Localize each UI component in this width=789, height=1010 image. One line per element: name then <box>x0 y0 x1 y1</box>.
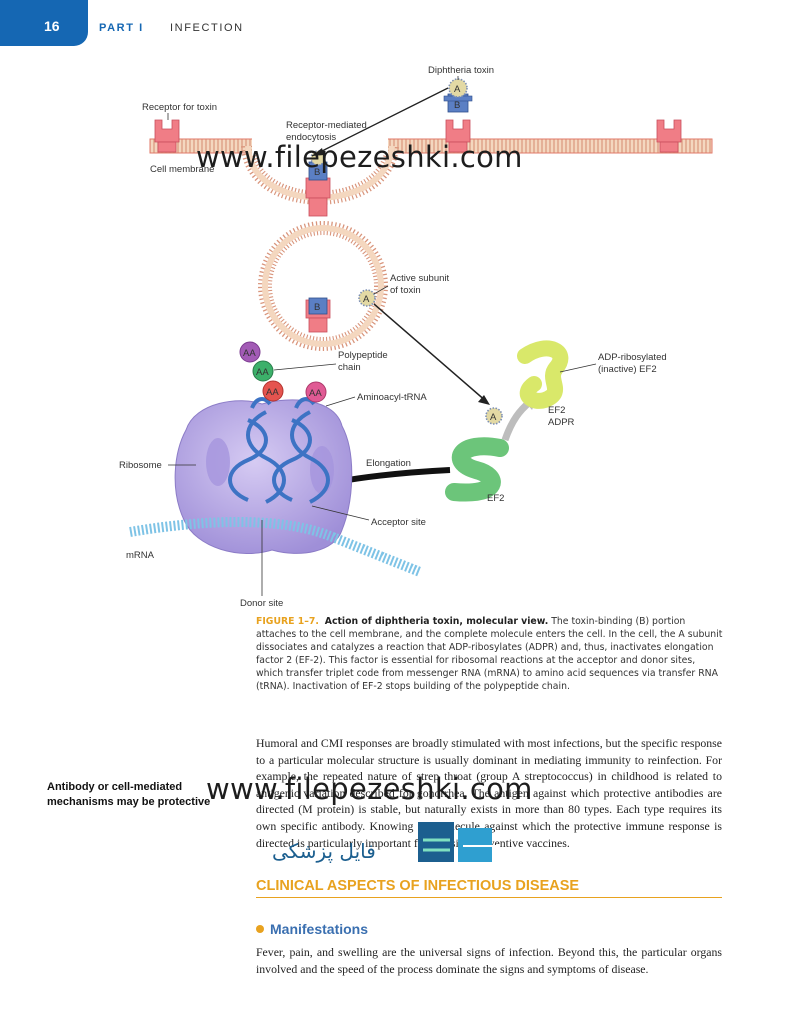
figure-caption: FIGURE 1–7. Action of diphtheria toxin, … <box>256 615 724 693</box>
figure-number: FIGURE 1–7. <box>256 616 319 627</box>
svg-text:A: A <box>454 84 461 95</box>
svg-text:chain: chain <box>338 362 361 373</box>
label-elongation: Elongation <box>366 458 411 469</box>
trna-left <box>228 397 286 504</box>
svg-text:B: B <box>314 302 320 313</box>
diphtheria-toxin: A B <box>443 78 473 113</box>
label-ef2-adpr: EF2 <box>548 405 565 416</box>
endosome: B A <box>258 221 388 351</box>
chapter-label: INFECTION <box>170 22 244 34</box>
adp-ribosylated-ef2 <box>517 340 569 409</box>
mrna-strand <box>129 517 422 577</box>
amino-acid-3: AA <box>262 380 284 402</box>
receptor-1 <box>154 119 180 153</box>
svg-text:AA: AA <box>309 388 322 399</box>
svg-text:AA: AA <box>256 367 269 378</box>
label-adp-ribosylated: ADP-ribosylated <box>598 352 667 363</box>
label-ef2: EF2 <box>487 493 504 504</box>
label-diphtheria-toxin: Diphtheria toxin <box>428 65 494 76</box>
body-paragraph-2: Fever, pain, and swelling are the univer… <box>256 945 722 976</box>
label-ribosome: Ribosome <box>119 460 162 471</box>
label-receptor-for-toxin: Receptor for toxin <box>142 102 217 113</box>
watermark-url-middle: www.filepezeshki.com <box>206 772 533 806</box>
amino-acid-4: AA <box>305 381 327 403</box>
label-polypeptide: Polypeptide <box>338 350 388 361</box>
trna-right <box>272 397 330 504</box>
figure-title: Action of diphtheria toxin, molecular vi… <box>324 616 549 627</box>
svg-text:AA: AA <box>266 387 279 398</box>
section-heading: CLINICAL ASPECTS OF INFECTIOUS DISEASE <box>256 878 722 898</box>
ribosome <box>174 399 353 554</box>
label-donor-site: Donor site <box>240 598 283 609</box>
page-number: 16 <box>44 18 60 34</box>
header-tab <box>0 0 88 46</box>
watermark-url-top: www.filepezeshki.com <box>196 140 523 174</box>
receptor-in-pit <box>305 177 331 217</box>
svg-text:ADPR: ADPR <box>548 417 575 428</box>
watermark-logo: فایل پزشکی <box>272 822 500 864</box>
svg-text:فایل پزشکی: فایل پزشکی <box>272 839 376 864</box>
svg-text:B: B <box>454 100 460 111</box>
label-acceptor-site: Acceptor site <box>371 517 426 528</box>
label-mrna: mRNA <box>126 550 155 561</box>
svg-text:(inactive) EF2: (inactive) EF2 <box>598 364 657 375</box>
svg-text:endocytosis: endocytosis <box>286 132 336 143</box>
active-subunit-a: A <box>485 407 503 425</box>
receptor-3 <box>656 119 682 153</box>
label-active-subunit: Active subunit <box>390 273 450 284</box>
margin-note: Antibody or cell-mediated mechanisms may… <box>47 781 211 808</box>
bullet-icon <box>256 925 264 934</box>
label-cell-membrane: Cell membrane <box>150 164 214 175</box>
svg-text:A: A <box>490 412 497 423</box>
amino-acid-1: AA <box>239 341 261 363</box>
svg-text:of toxin: of toxin <box>390 285 421 296</box>
part-label: PART I <box>99 22 144 34</box>
amino-acid-2: AA <box>252 360 274 382</box>
ef2-molecule <box>445 437 509 502</box>
label-receptor-mediated: Receptor-mediated <box>286 120 367 131</box>
receptor-2 <box>445 119 471 153</box>
label-aminoacyl-trna: Aminoacyl-tRNA <box>357 392 427 403</box>
subsection-heading-text: Manifestations <box>270 921 369 937</box>
svg-text:B: B <box>314 167 320 178</box>
svg-text:AA: AA <box>243 348 256 359</box>
body-paragraph-1: Humoral and CMI responses are broadly st… <box>256 736 722 850</box>
subsection-heading: Manifestations <box>256 921 368 937</box>
figure-caption-text: The toxin-binding (B) portion attaches t… <box>256 616 723 692</box>
diphtheria-toxin-figure: B A B Diphtheria toxin Receptor for toxi… <box>119 65 713 609</box>
svg-text:A: A <box>363 294 370 305</box>
